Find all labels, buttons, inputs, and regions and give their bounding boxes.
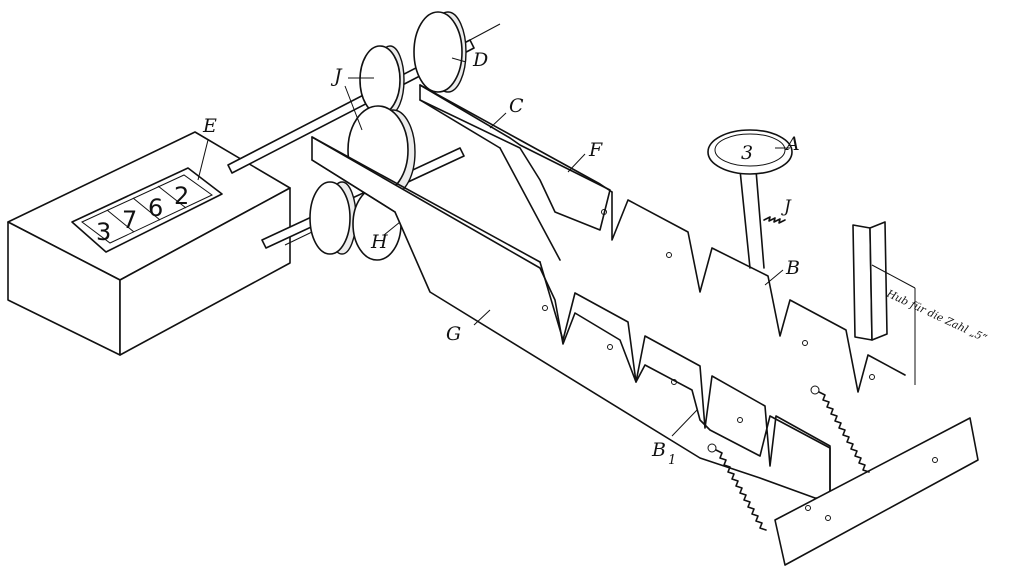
rack-g-edge — [311, 159, 396, 213]
rack-f-slope — [499, 147, 561, 261]
knob-stem — [755, 169, 765, 269]
rivet — [542, 305, 548, 311]
gear-d — [413, 11, 463, 93]
leader-h — [383, 221, 401, 236]
back-spring — [818, 391, 870, 473]
top-gear-pair — [359, 11, 467, 115]
label-g: G — [446, 323, 461, 345]
post-side — [869, 221, 888, 341]
stroke-note: Hub für die Zahl „5“ — [884, 287, 989, 345]
rack-f-teeth — [611, 191, 906, 393]
gear-j — [359, 45, 401, 115]
counter-window-inner — [81, 174, 213, 244]
knob-disk-rim — [714, 133, 786, 167]
stroke-dim-line — [871, 264, 916, 289]
leader-b — [764, 269, 784, 286]
rivet — [932, 457, 938, 463]
counter-digit-3: 6 — [148, 194, 163, 222]
rack-f-body — [419, 84, 611, 231]
label-b1-subscript: 1 — [668, 453, 676, 468]
label-j-pin: J — [781, 197, 792, 217]
counter-box-side — [119, 187, 291, 356]
rack-f — [419, 84, 906, 393]
counter-digit-1: 3 — [96, 218, 111, 246]
spring-hook — [707, 443, 717, 453]
digit-divider — [106, 209, 135, 233]
spring-hook — [810, 385, 820, 395]
label-b1: B — [651, 439, 666, 461]
label-h: H — [370, 231, 388, 253]
label-f: F — [588, 139, 603, 161]
label-b: B — [785, 257, 800, 279]
leader-lines — [197, 57, 790, 437]
label-e: E — [202, 115, 217, 137]
leader-j-mid — [344, 85, 363, 131]
leader-b1 — [671, 409, 698, 437]
end-plate-face — [774, 417, 979, 566]
knob-spring-j — [763, 216, 786, 224]
rack-g-top-edge — [311, 136, 541, 263]
digit-divider — [132, 197, 161, 221]
label-d: D — [472, 49, 488, 71]
leader-g — [473, 309, 491, 326]
rivet — [671, 379, 677, 385]
upper-shaft-end — [469, 23, 501, 41]
label-a: A — [784, 133, 800, 155]
digit-divider — [157, 185, 187, 209]
rivet — [737, 417, 743, 423]
rivet — [601, 209, 607, 215]
counter-digit-4: 2 — [174, 182, 189, 210]
post-front — [852, 224, 873, 341]
rivet — [666, 252, 672, 258]
rivet — [805, 505, 811, 511]
lower-shaft-stub — [284, 231, 313, 246]
gear-lower — [309, 181, 351, 255]
rack-f-top-edge — [419, 84, 613, 193]
knob-a: 3 — [707, 129, 793, 269]
rack-g-body — [311, 136, 831, 499]
rack-f-bottom-edge — [419, 99, 501, 149]
end-plate — [774, 417, 979, 566]
counter-digit-2: 7 — [122, 206, 137, 234]
leader-e — [197, 139, 209, 181]
stroke-post: Hub für die Zahl „5“ — [852, 221, 989, 385]
rivet — [607, 344, 613, 350]
leader-f — [567, 153, 586, 173]
label-j-top: J — [330, 65, 343, 87]
front-spring — [715, 449, 767, 531]
rack-g-teeth — [539, 261, 831, 499]
knob-numeral: 3 — [741, 142, 753, 164]
knob-stem — [739, 169, 751, 269]
leader-c — [489, 112, 507, 129]
springs — [707, 385, 870, 531]
counter-box: 3 7 6 2 — [7, 131, 291, 356]
leader-d — [451, 57, 467, 63]
rivet — [869, 374, 875, 380]
label-c: C — [509, 95, 524, 117]
letter-labels: E J D C F A J B H G B 1 — [202, 49, 800, 468]
rack-g — [311, 136, 831, 499]
rivet — [802, 340, 808, 346]
rivet — [825, 515, 831, 521]
